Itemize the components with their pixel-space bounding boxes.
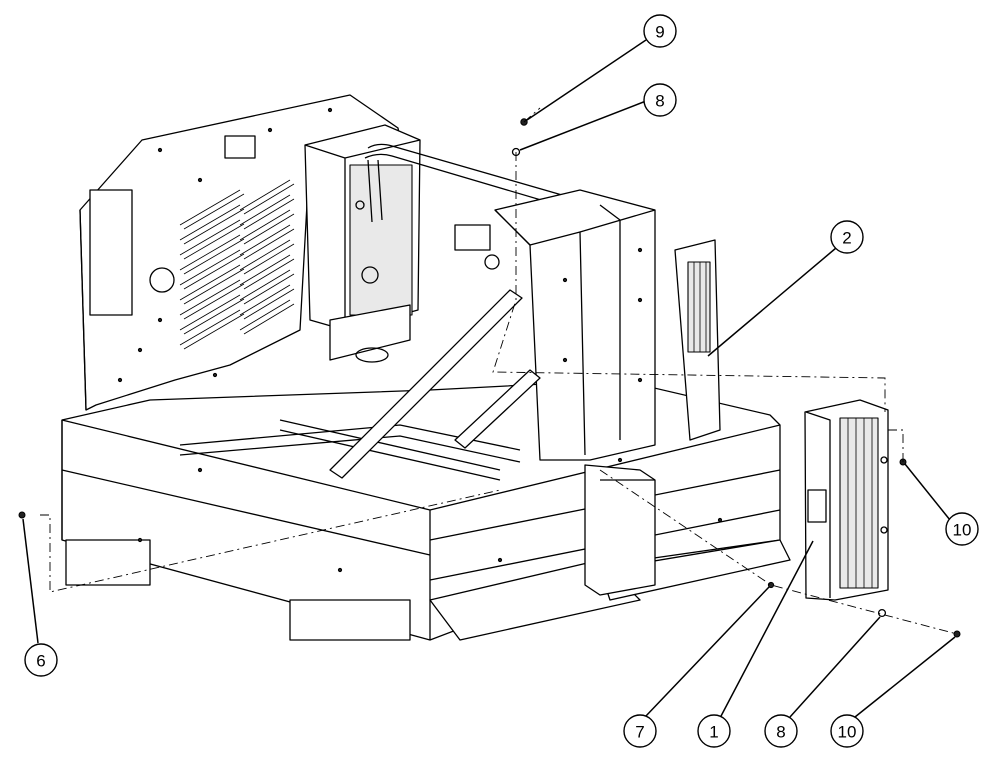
svg-text:2: 2: [842, 229, 851, 248]
svg-text:7: 7: [635, 723, 644, 742]
cartridge-assembly: [804, 399, 889, 601]
svg-text:10: 10: [953, 521, 972, 540]
panel-holes: [117, 107, 333, 383]
leader-lines: [22, 39, 956, 719]
screw-6: [18, 511, 26, 519]
svg-text:1: 1: [709, 723, 718, 742]
base-frame: [61, 379, 791, 641]
svg-text:6: 6: [36, 652, 45, 671]
control-box: [304, 124, 421, 363]
callout-7: 7: [623, 714, 657, 748]
callout-8-top: 8: [643, 83, 677, 117]
callout-6: 6: [24, 643, 58, 677]
column-holes: [562, 247, 643, 383]
callout-1: 1: [697, 714, 731, 748]
assembly-lines: [40, 107, 958, 635]
svg-text:8: 8: [776, 723, 785, 742]
svg-text:10: 10: [838, 723, 857, 742]
back-panel: [79, 94, 401, 411]
callout-2: 2: [830, 220, 864, 254]
callout-9: 9: [643, 14, 677, 48]
screw-7: [767, 581, 775, 589]
callout-10-bottom: 10: [830, 714, 864, 748]
svg-text:9: 9: [655, 23, 664, 42]
callout-8-bottom: 8: [764, 714, 798, 748]
nut-10-bottom: [953, 630, 961, 638]
diagonal-braces: [329, 289, 541, 479]
svg-text:8: 8: [655, 92, 664, 111]
vent-slots-right: [239, 179, 295, 335]
mounted-rack: [674, 239, 721, 441]
base-holes: [137, 457, 723, 573]
connecting-pipe: [364, 143, 563, 223]
washer-8-bottom: [877, 608, 887, 618]
callout-10-right: 10: [945, 512, 979, 546]
vent-slots-left: [179, 189, 245, 350]
upright-column: [454, 189, 656, 461]
